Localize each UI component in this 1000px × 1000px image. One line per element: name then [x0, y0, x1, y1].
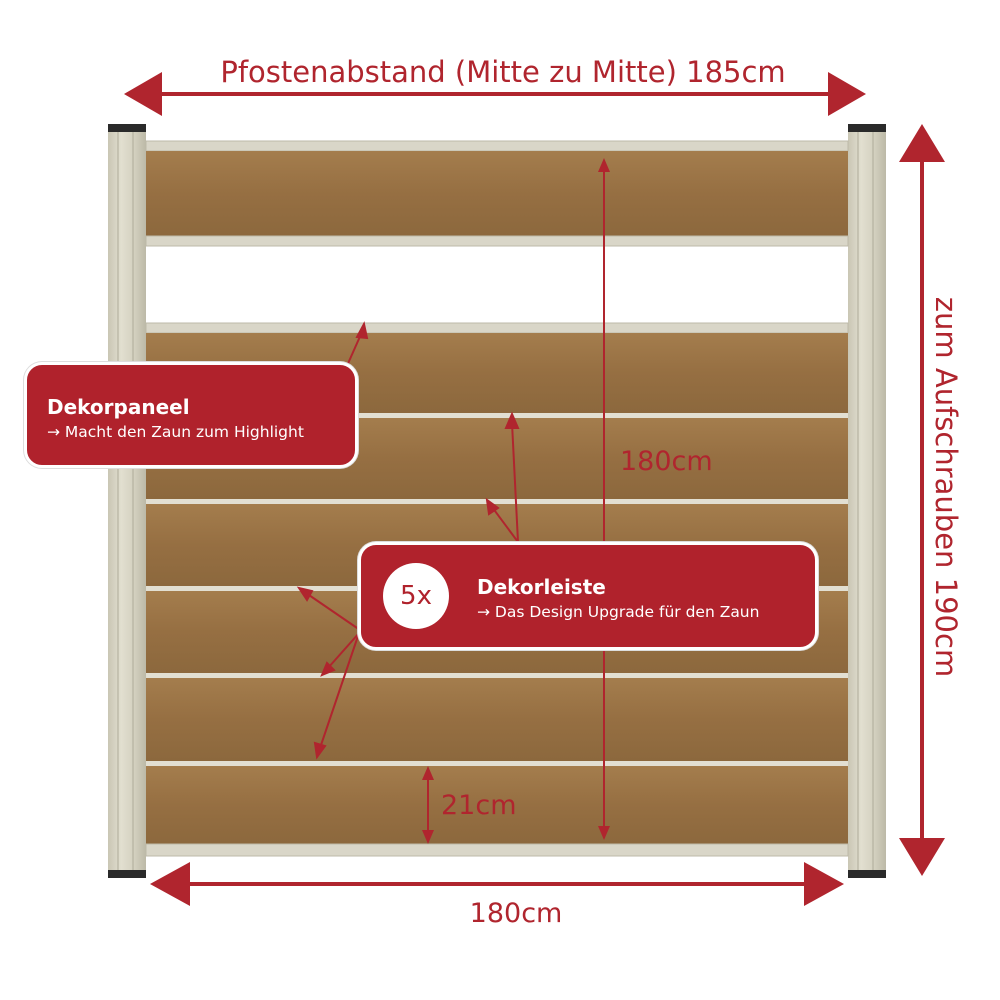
- pointer-arrowhead: [504, 411, 520, 429]
- dekorpaneel-callout: Dekorpaneel → Macht den Zaun zum Highlig…: [24, 362, 358, 468]
- pointer-line: [511, 422, 519, 543]
- dekorleiste-strip: [146, 413, 848, 418]
- dekorleiste-strip: [146, 673, 848, 678]
- board-height-label: 21cm: [441, 790, 517, 821]
- board-height-arrow: [422, 766, 434, 844]
- pointer-line: [319, 635, 359, 749]
- pointer-arrowhead: [313, 741, 327, 760]
- dekorleiste-strip: [146, 761, 848, 766]
- panel-height-arrow: [598, 158, 610, 840]
- right-post: [848, 124, 886, 878]
- dekorpaneel-title: Dekorpaneel: [47, 395, 190, 419]
- fence-board: [146, 766, 848, 844]
- dekorpaneel-board: [146, 151, 848, 237]
- pointer-line: [305, 592, 361, 631]
- dekorpaneel-subtitle: → Macht den Zaun zum Highlight: [47, 423, 304, 441]
- top-rail: [145, 140, 849, 152]
- dekorleiste-subtitle: → Das Design Upgrade für den Zaun: [477, 603, 760, 621]
- quantity-badge: 5x: [383, 563, 449, 629]
- bottom-rail: [145, 843, 849, 857]
- panel-height-label: 180cm: [620, 446, 713, 477]
- post-spacing-arrow: [124, 72, 866, 116]
- left-post: [108, 124, 146, 878]
- dekorleiste-callout: 5x Dekorleiste → Das Design Upgrade für …: [358, 542, 818, 650]
- fence-board: [146, 678, 848, 761]
- post-spacing-label: Pfostenabstand (Mitte zu Mitte) 185cm: [220, 55, 785, 89]
- screw-height-label: zum Aufschrauben 190cm: [929, 297, 963, 677]
- pointer-arrowhead: [296, 586, 314, 602]
- panel-rail: [145, 235, 849, 247]
- dekorleiste-strip: [146, 499, 848, 504]
- main-rail-top: [145, 322, 849, 334]
- pointer-arrowhead: [485, 497, 500, 516]
- pointer-arrowhead: [320, 661, 336, 677]
- pointer-line: [491, 506, 519, 543]
- pointer-arrowhead: [355, 321, 369, 340]
- pointer-line: [327, 631, 361, 669]
- panel-width-label: 180cm: [470, 898, 563, 929]
- panel-width-arrow: [150, 862, 844, 906]
- dekorleiste-title: Dekorleiste: [477, 575, 606, 599]
- screw-height-arrow: [899, 124, 945, 876]
